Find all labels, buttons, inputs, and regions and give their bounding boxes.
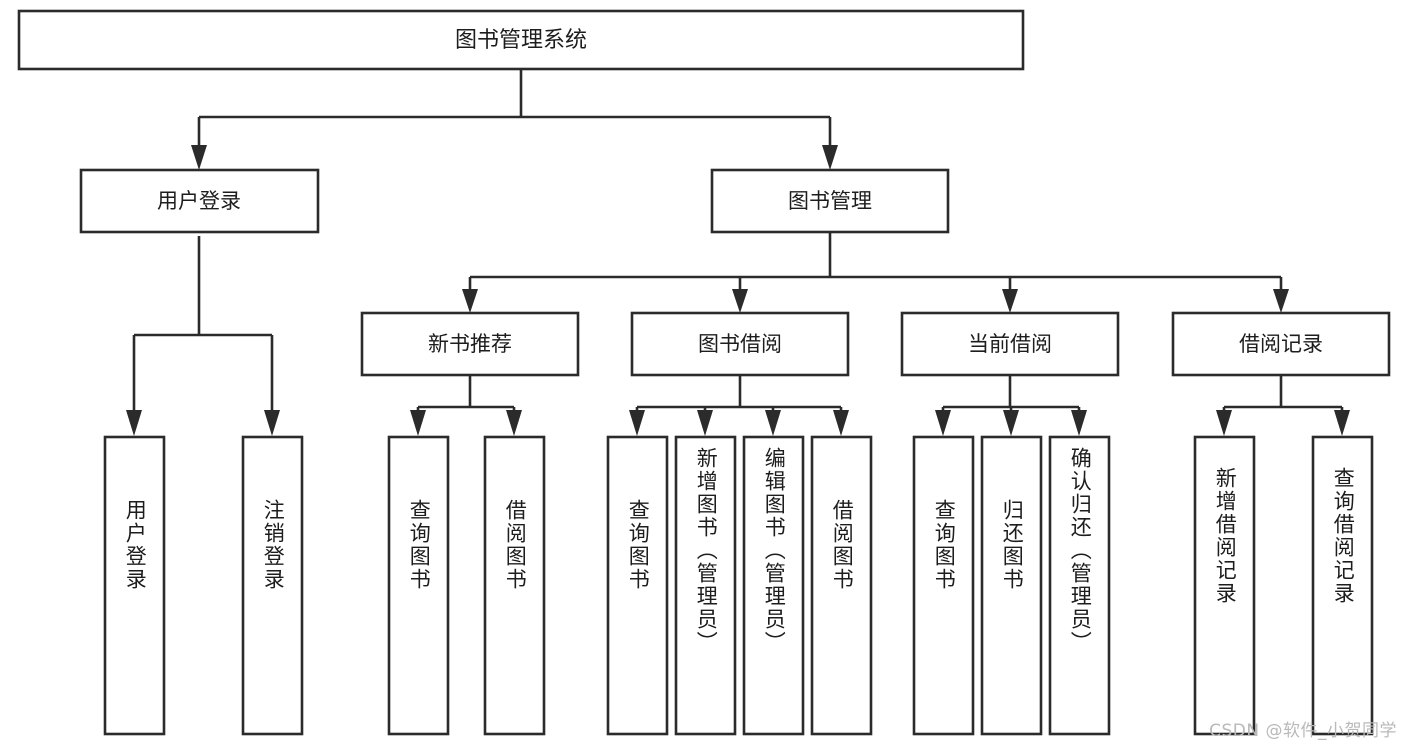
arrowhead-level3-1 (462, 289, 478, 313)
arrowhead-currentborrow-leaf-3 (1071, 410, 1087, 436)
arrowhead-bookborrow-leaf-1 (629, 410, 645, 436)
node-book-borrow-box[interactable] (630, 311, 850, 377)
node-book-manage-box[interactable] (710, 168, 950, 234)
arrowhead-userlogin-leaf-1 (126, 410, 142, 436)
arrowhead-currentborrow-leaf-1 (935, 410, 951, 436)
node-book-manage[interactable]: 图书管理 (710, 168, 950, 234)
leaf-box-current-borrow-1[interactable] (912, 435, 975, 736)
arrowhead-level3-3 (1002, 289, 1018, 313)
leaf-box-current-borrow-2[interactable] (980, 435, 1043, 736)
arrowhead-bookborrow-leaf-3 (765, 410, 781, 436)
node-book-manage-label: 图书管理 (788, 189, 872, 213)
leaf-box-new-book-1[interactable] (387, 435, 450, 736)
arrowhead-level3-2 (732, 289, 748, 313)
leaf-boxes (103, 435, 1374, 736)
leaf-box-book-borrow-2[interactable] (674, 435, 737, 736)
node-book-borrow[interactable]: 图书借阅 (630, 311, 850, 377)
node-current-borrow-box[interactable] (900, 311, 1120, 377)
leaf-box-new-book-2[interactable] (483, 435, 546, 736)
node-new-book-recommend-box[interactable] (360, 311, 580, 377)
node-current-borrow[interactable]: 当前借阅 (900, 311, 1120, 377)
arrowhead-borrowrecord-leaf-1 (1216, 410, 1232, 436)
leaf-box-user-login-1[interactable] (103, 435, 166, 736)
leaf-box-borrow-record-2[interactable] (1311, 435, 1374, 736)
node-borrow-record-label: 借阅记录 (1239, 332, 1323, 356)
arrowhead-userlogin-leaf-2 (264, 410, 280, 436)
arrowhead-bookborrow-leaf-4 (833, 410, 849, 436)
node-borrow-record[interactable]: 借阅记录 (1171, 311, 1391, 377)
node-new-book-recommend[interactable]: 新书推荐 (360, 311, 580, 377)
connectors (126, 69, 1350, 436)
arrowhead-borrowrecord-leaf-2 (1334, 410, 1350, 436)
node-current-borrow-label: 当前借阅 (968, 332, 1052, 356)
arrowhead-bookborrow-leaf-2 (697, 410, 713, 436)
node-user-login[interactable]: 用户登录 (79, 168, 320, 234)
leaf-box-user-login-2[interactable] (241, 435, 304, 736)
node-user-login-label: 用户登录 (157, 189, 241, 213)
arrowhead-level3-4 (1273, 289, 1289, 313)
node-user-login-box[interactable] (79, 168, 320, 234)
leaf-box-borrow-record-1[interactable] (1193, 435, 1256, 736)
node-borrow-record-box[interactable] (1171, 311, 1391, 377)
node-root-label: 图书管理系统 (455, 28, 587, 53)
arrowhead-user-login (191, 145, 207, 170)
node-new-book-recommend-label: 新书推荐 (428, 332, 512, 356)
csdn-watermark: CSDN @软件_小贺同学 (1209, 721, 1397, 741)
node-root[interactable]: 图书管理系统 (17, 9, 1025, 71)
leaf-box-current-borrow-3[interactable] (1048, 435, 1111, 736)
leaf-box-book-borrow-1[interactable] (606, 435, 669, 736)
leaf-box-book-borrow-4[interactable] (810, 435, 873, 736)
node-book-borrow-label: 图书借阅 (698, 332, 782, 356)
arrowhead-book-manage (822, 145, 838, 170)
arrowhead-currentborrow-leaf-2 (1003, 410, 1019, 436)
leaf-box-book-borrow-3[interactable] (742, 435, 805, 736)
node-root-box[interactable] (17, 9, 1025, 71)
arrowhead-newbook-leaf-2 (506, 410, 522, 436)
arrowhead-newbook-leaf-1 (410, 410, 426, 436)
